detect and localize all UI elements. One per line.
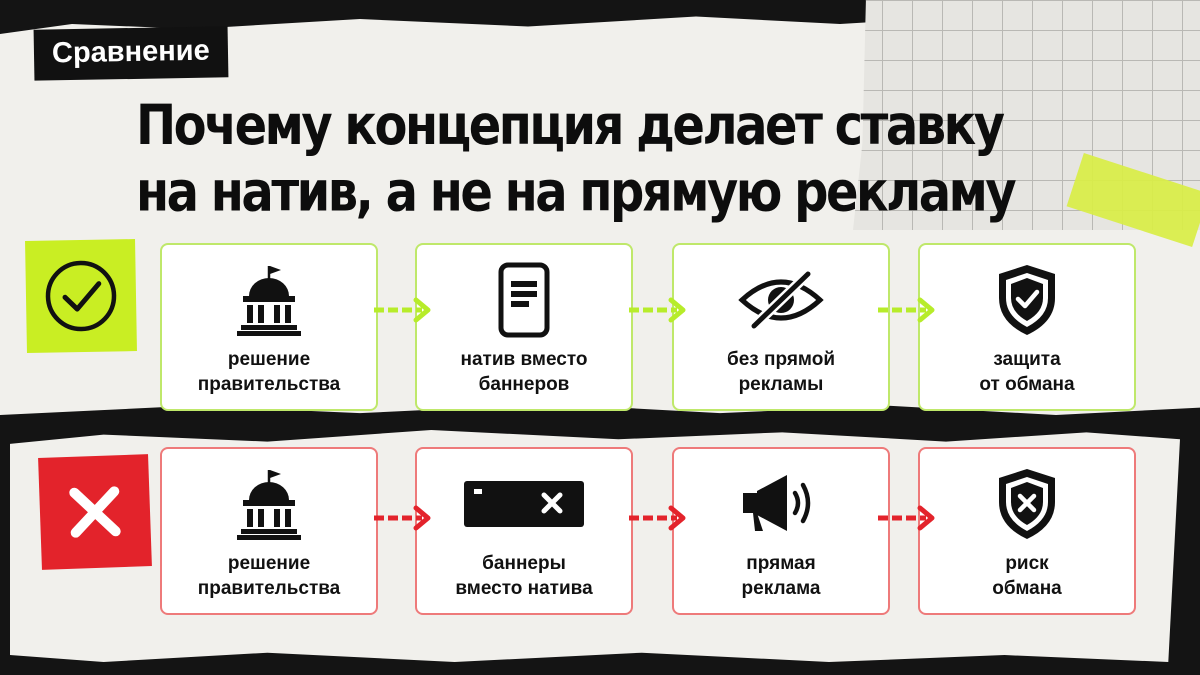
step-label: баннеры вместо натива — [455, 553, 593, 599]
arrow-right-icon — [878, 505, 935, 531]
approve-marker — [25, 239, 137, 353]
bad-step-government: решение правительства — [160, 447, 378, 615]
step-label: риск обмана — [992, 553, 1062, 599]
bad-step-banners: баннеры вместо натива — [415, 447, 633, 615]
page-title: Почему концепция делает ставку на натив,… — [136, 92, 1056, 225]
eye-slash-icon — [738, 270, 824, 330]
step-label: решение правительства — [197, 349, 341, 395]
good-step-native: натив вместо баннеров — [415, 243, 633, 411]
step-label: без прямой рекламы — [726, 349, 836, 395]
banner-close-icon — [464, 481, 584, 527]
bad-step-direct-ads: прямая реклама — [672, 447, 890, 615]
bad-step-fraud-risk: риск обмана — [918, 447, 1136, 615]
check-circle-icon — [45, 260, 117, 332]
shield-x-icon — [999, 469, 1055, 539]
megaphone-icon — [743, 475, 811, 531]
arrow-right-icon — [878, 297, 935, 323]
reject-marker — [38, 454, 152, 570]
step-label: решение правительства — [197, 553, 341, 599]
good-step-protection: защита от обмана — [918, 243, 1136, 411]
step-label: натив вместо баннеров — [460, 349, 588, 395]
good-step-no-ads: без прямой рекламы — [672, 243, 890, 411]
title-line-1: Почему концепция делает ставку — [136, 93, 1005, 158]
step-label: защита от обмана — [979, 349, 1075, 395]
section-badge: Сравнение — [33, 26, 229, 81]
cross-icon — [69, 486, 121, 538]
step-label: прямая реклама — [741, 553, 821, 599]
government-building-icon — [237, 266, 301, 336]
good-step-government: решение правительства — [160, 243, 378, 411]
arrow-right-icon — [374, 297, 431, 323]
arrow-right-icon — [629, 505, 686, 531]
shield-check-icon — [999, 265, 1055, 335]
government-building-icon — [237, 470, 301, 540]
title-line-2: на натив, а не на прямую рекламу — [136, 159, 1017, 225]
arrow-right-icon — [629, 297, 686, 323]
smartphone-content-icon — [498, 262, 550, 338]
arrow-right-icon — [374, 505, 431, 531]
